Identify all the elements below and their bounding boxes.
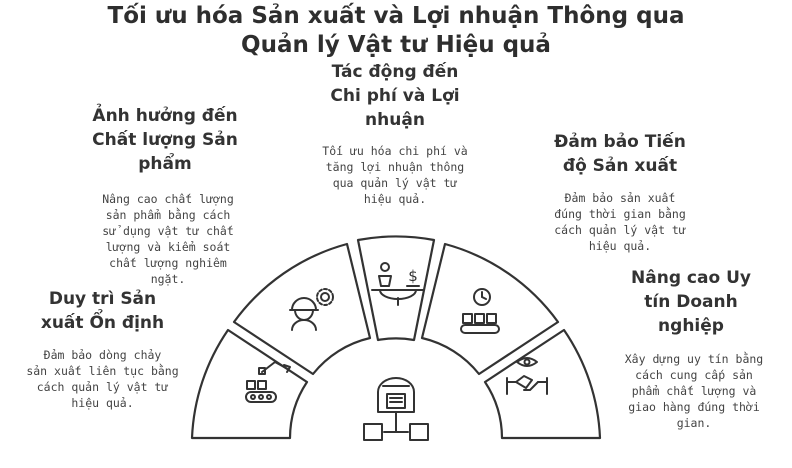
robot-arm-conveyor-icon	[245, 361, 291, 403]
handshake-eye-icon	[506, 357, 548, 395]
stability-heading: Duy trì Sản xuất Ổn định	[40, 289, 165, 333]
warehouse-network-icon	[363, 377, 429, 441]
cost-heading: Tác động đến Chi phí và Lợi nhuận	[330, 62, 460, 130]
worker-gear-icon	[289, 288, 334, 331]
reputation-description: Xây dựng uy tín bằng cách cung cấp sản p…	[624, 352, 764, 430]
segment-schedule	[420, 242, 560, 376]
person-scale-dollar-icon: $	[371, 262, 425, 306]
quality-heading: Ảnh hưởng đến Chất lượng Sản phẩm	[92, 106, 238, 174]
segment-stability	[190, 328, 309, 440]
quality-description: Nâng cao chất lượng sản phẩm bằng cách s…	[102, 192, 234, 286]
cost-description: Tối ưu hóa chi phí và tăng lợi nhuận thô…	[322, 144, 468, 206]
segment-reputation	[483, 328, 602, 440]
schedule-heading: Đảm bảo Tiến độ Sản xuất	[554, 132, 686, 176]
title-line-1: Tối ưu hóa Sản xuất và Lợi nhuận Thông q…	[107, 3, 685, 29]
clock-conveyor-icon	[460, 288, 500, 334]
title-line-2: Quản lý Vật tư Hiệu quả	[241, 32, 551, 58]
reputation-heading: Nâng cao Uy tín Doanh nghiệp	[631, 268, 751, 336]
diagram-title: Tối ưu hóa Sản xuất và Lợi nhuận Thông q…	[0, 2, 792, 60]
stability-description: Đảm bảo dòng chảy sản xuất liên tục bằng…	[26, 348, 179, 410]
schedule-description: Đảm bảo sản xuất đúng thời gian bằng các…	[554, 191, 686, 253]
svg-text:$: $	[408, 267, 418, 285]
segment-cost	[356, 235, 436, 342]
